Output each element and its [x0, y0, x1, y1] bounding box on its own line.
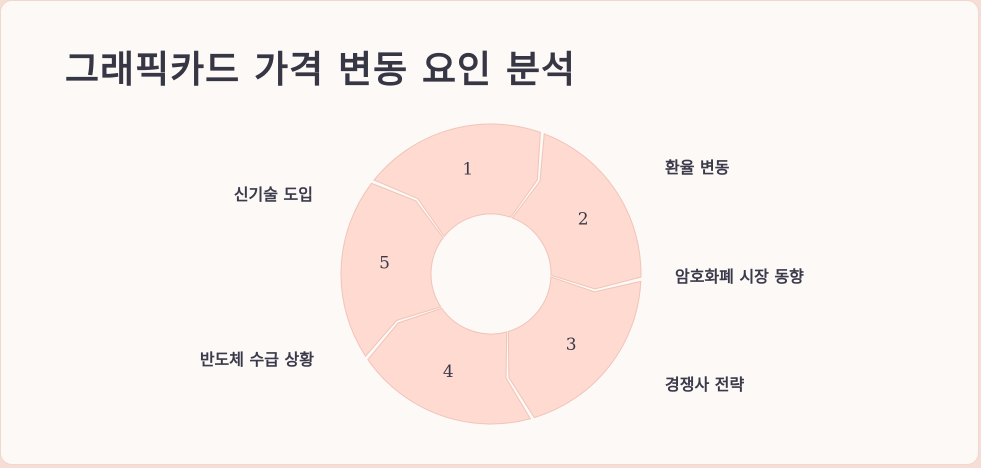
- cycle-step-number-3: 3: [566, 335, 577, 355]
- cycle-step-number-2: 2: [578, 210, 589, 230]
- cycle-segment-4: [367, 307, 532, 425]
- cycle-step-number-1: 1: [462, 160, 473, 180]
- cycle-segment-1: [373, 123, 541, 238]
- cycle-segments: [340, 123, 642, 425]
- cycle-segment-5: [340, 182, 444, 357]
- cycle-segment-3: [507, 276, 642, 419]
- step-label-3: 암호화폐 시장 동향: [675, 267, 804, 286]
- cycle-step-number-5: 5: [379, 254, 390, 274]
- step-label-4: 경쟁사 전략: [665, 375, 745, 394]
- page-title: 그래픽카드 가격 변동 요인 분석: [65, 48, 577, 91]
- cycle-numbers: 1 2 3 4 5: [379, 160, 589, 383]
- step-label-5: 반도체 수급 상황: [199, 350, 314, 369]
- cycle-segment-2: [511, 133, 642, 290]
- cycle-step-number-4: 4: [443, 362, 454, 382]
- step-label-2: 환율 변동: [665, 158, 730, 177]
- step-label-1: 신기술 도입: [233, 185, 313, 204]
